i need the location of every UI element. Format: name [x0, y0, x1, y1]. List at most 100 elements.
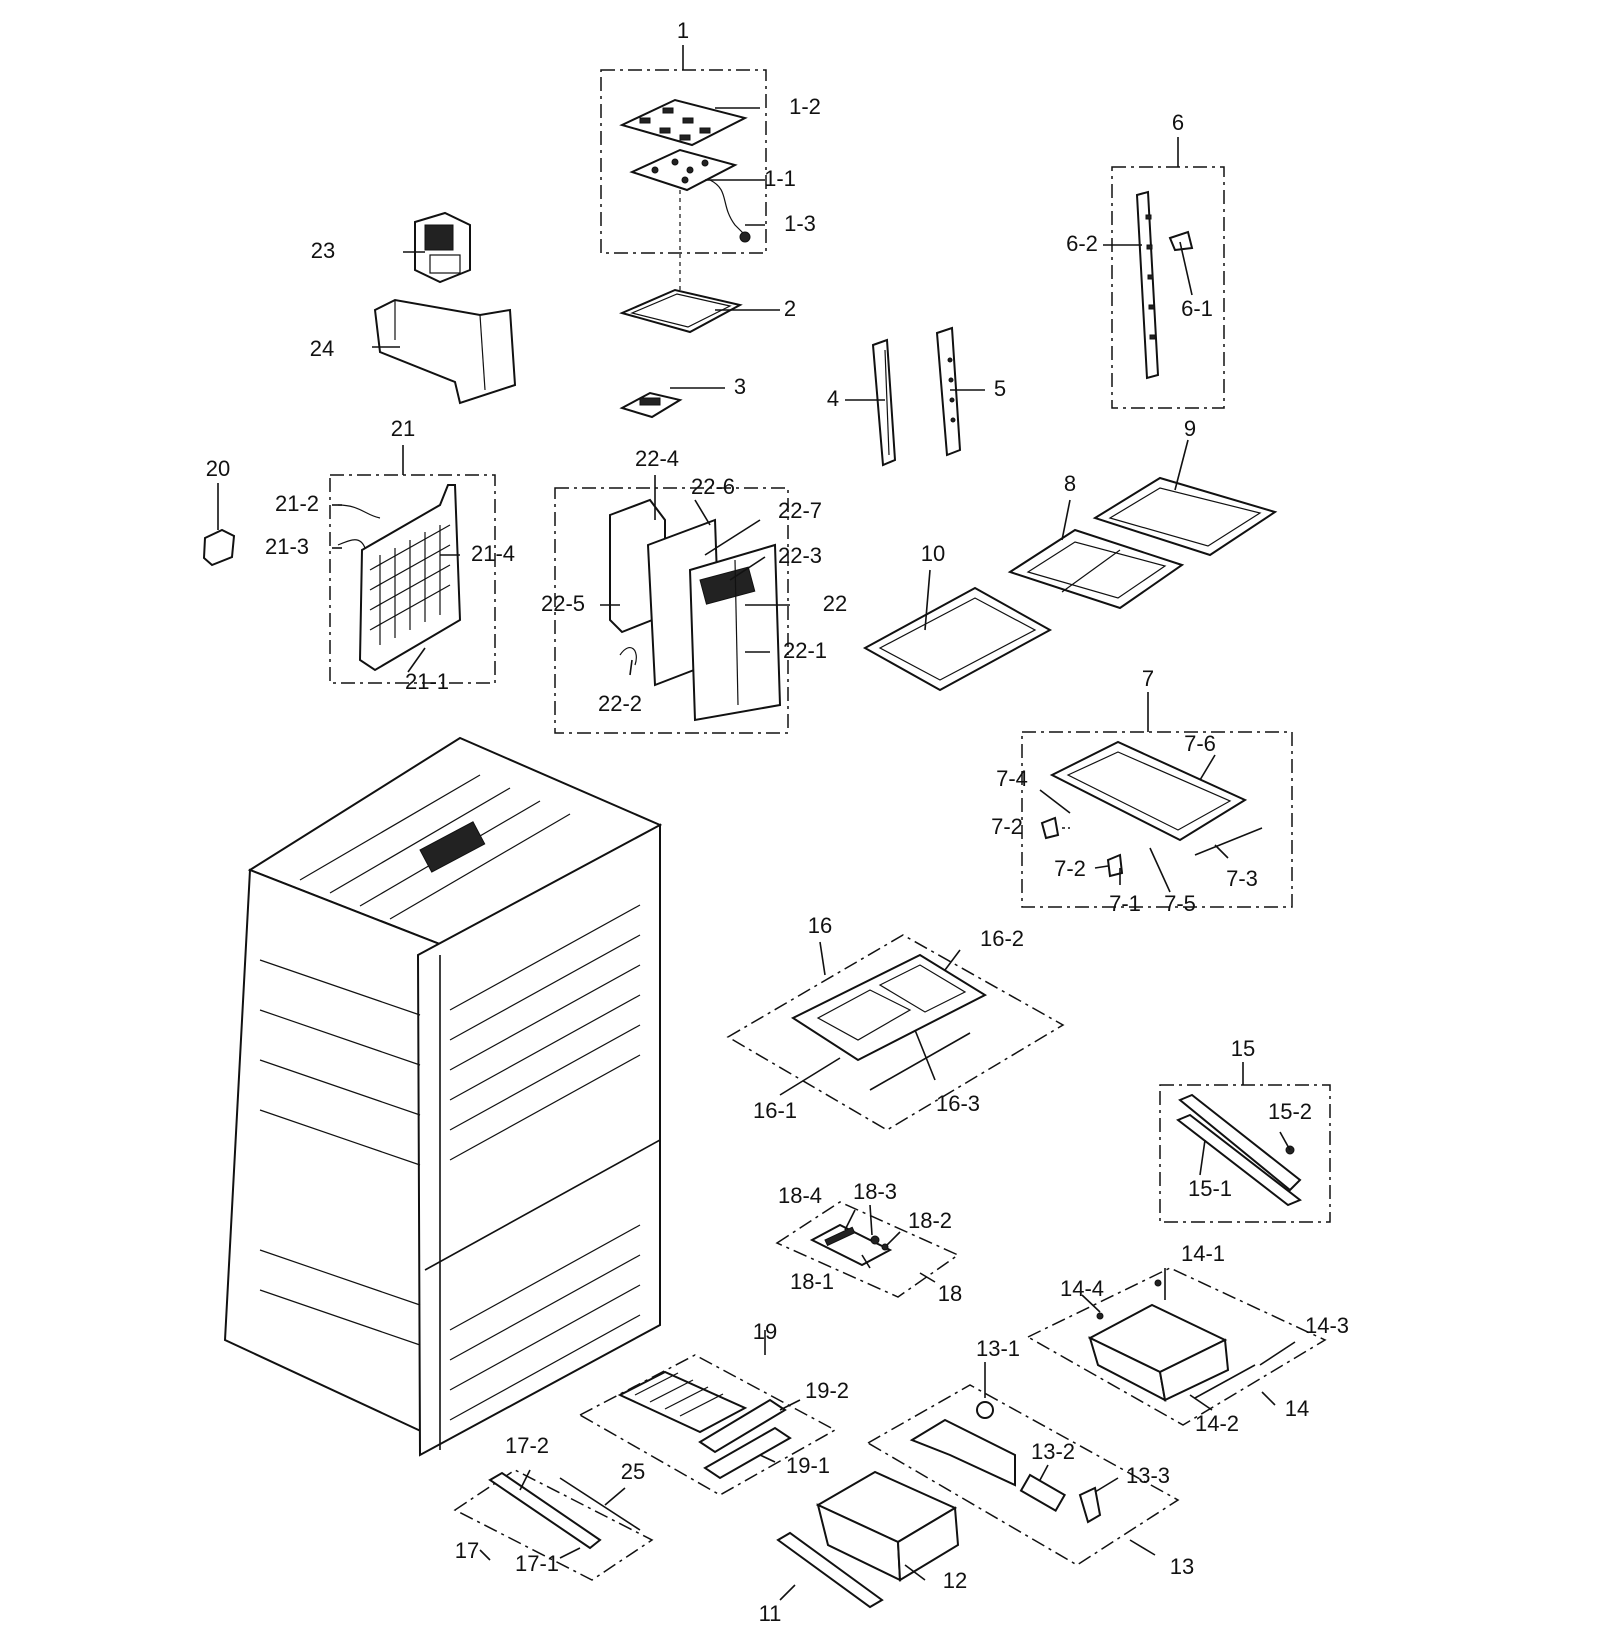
- part-10-shelf: [862, 586, 1053, 692]
- part-20: [202, 528, 236, 567]
- part-21-2-wire: [337, 504, 381, 519]
- group-box-15: [1159, 1084, 1331, 1223]
- part-2-tray: [619, 288, 743, 334]
- label-25: 25: [621, 1459, 645, 1484]
- label-3: 3: [734, 374, 746, 399]
- label-21-4: 21-4: [471, 541, 515, 566]
- label-20: 20: [206, 456, 230, 481]
- part-5-rail: [935, 326, 962, 457]
- part-6-1: [1168, 230, 1194, 252]
- label-21-3: 21-3: [265, 534, 309, 559]
- label-24: 24: [310, 336, 334, 361]
- label-1-2: 1-2: [789, 94, 821, 119]
- label-7-2-lower: 7-2: [1054, 856, 1086, 881]
- part-11-slide: [776, 1531, 884, 1609]
- part-24-bucket: [373, 298, 517, 405]
- label-22-5: 22-5: [541, 591, 585, 616]
- label-22-3: 22-3: [778, 543, 822, 568]
- label-13-1: 13-1: [976, 1336, 1020, 1361]
- label-10: 10: [921, 541, 945, 566]
- part-1-3-wire: [709, 179, 746, 236]
- label-1-3: 1-3: [784, 211, 816, 236]
- label-7-6: 7-6: [1184, 731, 1216, 756]
- label-2: 2: [784, 296, 796, 321]
- part-1-1-plate: [629, 148, 738, 192]
- label-1: 1: [677, 18, 689, 43]
- label-18-4: 18-4: [778, 1183, 822, 1208]
- label-15-2: 15-2: [1268, 1099, 1312, 1124]
- label-13-2: 13-2: [1031, 1439, 1075, 1464]
- group-box-21: [329, 474, 496, 684]
- label-19-2: 19-2: [805, 1378, 849, 1403]
- group-box-22: [554, 487, 789, 734]
- label-18-3: 18-3: [853, 1179, 897, 1204]
- part-23-icemaker: [414, 211, 471, 284]
- label-16: 16: [808, 913, 832, 938]
- label-7-5: 7-5: [1164, 891, 1196, 916]
- part-13-module: [909, 1401, 1102, 1524]
- part-14-drawer: [1087, 1279, 1256, 1402]
- part-15-slide: [1176, 1093, 1302, 1207]
- label-7: 7: [1142, 666, 1154, 691]
- label-5: 5: [994, 376, 1006, 401]
- group-box-14: [1026, 1267, 1327, 1426]
- label-14-4: 14-4: [1060, 1276, 1104, 1301]
- label-14: 14: [1285, 1396, 1309, 1421]
- part-7-2-lower: [1106, 853, 1124, 878]
- label-16-2: 16-2: [980, 926, 1024, 951]
- label-17-1: 17-1: [515, 1551, 559, 1576]
- group-box-13: [866, 1384, 1180, 1566]
- label-6-1: 6-1: [1181, 296, 1213, 321]
- label-4: 4: [827, 386, 839, 411]
- part-12-drawer: [815, 1470, 960, 1582]
- label-16-3: 16-3: [936, 1091, 980, 1116]
- label-21: 21: [391, 416, 415, 441]
- label-11: 11: [759, 1601, 782, 1626]
- label-7-4: 7-4: [996, 766, 1028, 791]
- label-17: 17: [455, 1538, 479, 1563]
- label-15: 15: [1231, 1036, 1255, 1061]
- group-box-19: [578, 1354, 837, 1496]
- label-16-1: 16-1: [753, 1098, 797, 1123]
- part-4-rail: [871, 338, 897, 467]
- part-18-bracket: [809, 1223, 893, 1267]
- label-21-1: 21-1: [405, 669, 449, 694]
- label-23: 23: [311, 238, 335, 263]
- leader-lines: [217, 45, 1296, 1601]
- label-21-2: 21-2: [275, 491, 319, 516]
- part-22-2-wire: [619, 647, 637, 666]
- label-7-1: 7-1: [1109, 891, 1141, 916]
- label-12: 12: [943, 1568, 967, 1593]
- group-box-16: [726, 934, 1065, 1131]
- label-22-4: 22-4: [635, 446, 679, 471]
- part-6-2-rail: [1135, 190, 1160, 380]
- callout-labels: 1 1-2 1-1 1-3 2 3 4 5 6 6-2 6-1 7 7-6 7-…: [206, 18, 1349, 1626]
- part-21-evaporator: [358, 484, 462, 672]
- label-13-3: 13-3: [1126, 1463, 1170, 1488]
- label-15-1: 15-1: [1188, 1176, 1232, 1201]
- part-16-crisper-cover: [790, 953, 988, 1091]
- label-22-2: 22-2: [598, 691, 642, 716]
- part-8-shelf: [1007, 528, 1185, 610]
- label-7-3: 7-3: [1226, 866, 1258, 891]
- label-14-3: 14-3: [1305, 1313, 1349, 1338]
- label-18: 18: [938, 1281, 962, 1306]
- part-7-2-upper: [1040, 816, 1060, 840]
- label-19-1: 19-1: [786, 1453, 830, 1478]
- label-6-2: 6-2: [1066, 231, 1098, 256]
- part-21-3-wire: [337, 539, 366, 549]
- cabinet: [223, 736, 663, 1457]
- label-22-6: 22-6: [691, 474, 735, 499]
- label-17-2: 17-2: [505, 1433, 549, 1458]
- label-19: 19: [753, 1319, 777, 1344]
- label-6: 6: [1172, 110, 1184, 135]
- label-13: 13: [1170, 1554, 1194, 1579]
- label-9: 9: [1184, 416, 1196, 441]
- label-18-2: 18-2: [908, 1208, 952, 1233]
- part-19-tray: [617, 1370, 792, 1480]
- label-8: 8: [1064, 471, 1076, 496]
- label-22-7: 22-7: [778, 498, 822, 523]
- group-box-7: [1021, 731, 1293, 908]
- label-22: 22: [823, 591, 847, 616]
- part-22-duct: [609, 498, 782, 722]
